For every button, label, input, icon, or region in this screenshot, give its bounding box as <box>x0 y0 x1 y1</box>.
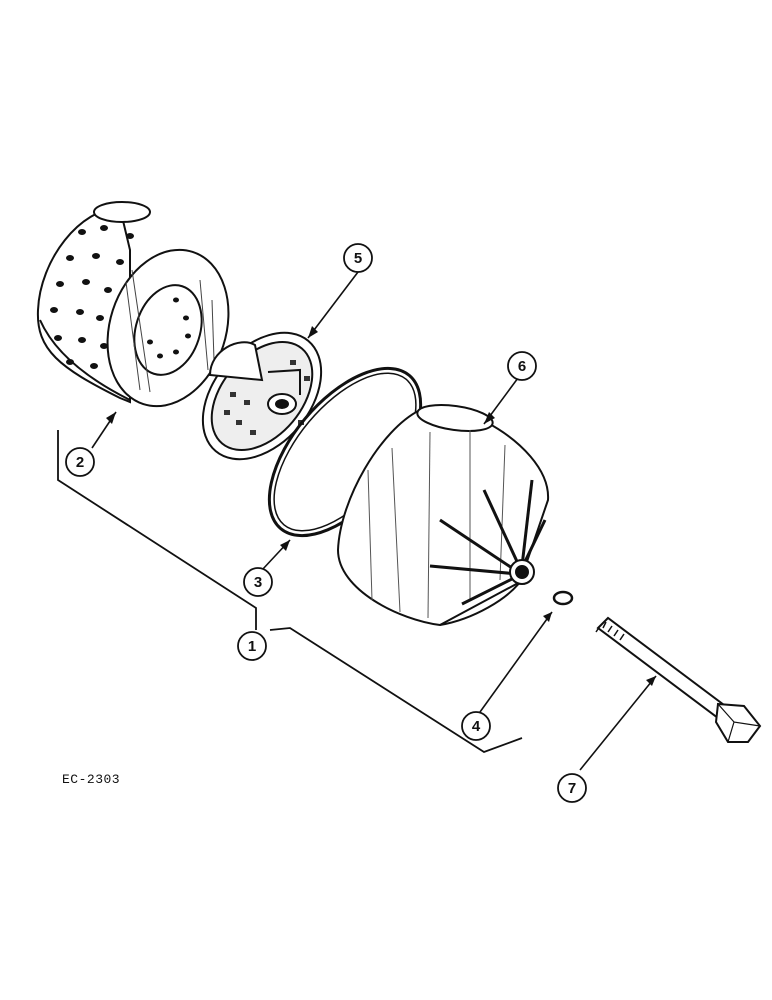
callout-7: 7 <box>557 773 587 803</box>
callout-6-label: 6 <box>518 358 526 375</box>
callout-1-label: 1 <box>248 638 256 655</box>
callout-7-label: 7 <box>568 780 576 797</box>
callout-1: 1 <box>237 631 267 661</box>
cover <box>201 331 323 461</box>
callout-6: 6 <box>507 351 537 381</box>
leader-arrowheads <box>106 326 656 686</box>
callout-3-label: 3 <box>254 574 262 591</box>
o-ring <box>552 590 574 606</box>
bolt <box>595 616 762 743</box>
callout-2-label: 2 <box>76 454 84 471</box>
callout-5-label: 5 <box>354 250 362 267</box>
callout-4-label: 4 <box>472 718 481 735</box>
bowl <box>336 403 550 627</box>
drawing-id: EC-2303 <box>62 772 121 787</box>
callout-5: 5 <box>343 243 373 273</box>
assembly-bracket <box>57 430 523 753</box>
callout-4: 4 <box>461 711 491 741</box>
callout-3: 3 <box>243 567 273 597</box>
callout-2: 2 <box>65 447 95 477</box>
filter-element <box>36 201 230 408</box>
